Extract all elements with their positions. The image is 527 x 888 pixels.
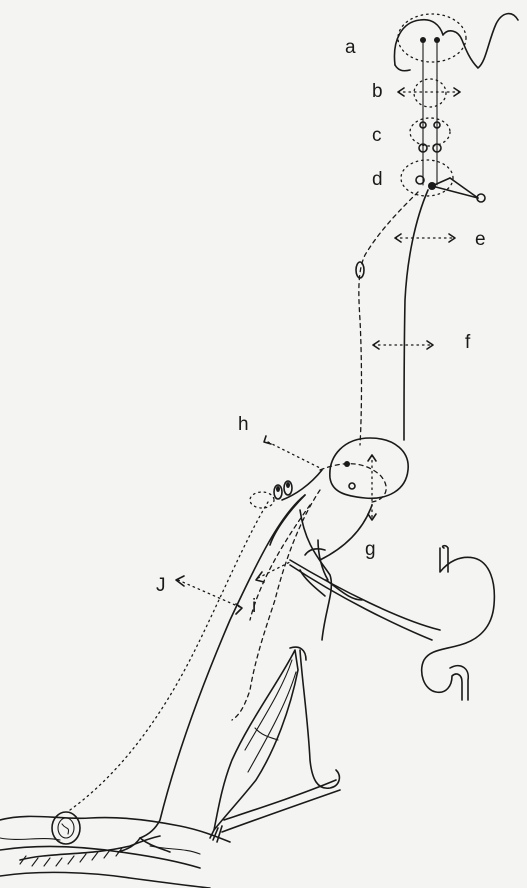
- skeletal-muscle: [210, 650, 298, 842]
- visceral-organ: [422, 546, 495, 700]
- label-d: d: [372, 170, 383, 189]
- sensory-dotted: [70, 502, 268, 810]
- arrow-h: [264, 436, 320, 468]
- label-c: c: [372, 126, 382, 145]
- efferent-fiber: [404, 190, 428, 440]
- label-h: h: [238, 415, 249, 434]
- motor-pathway: [232, 490, 320, 720]
- label-b: b: [372, 82, 383, 101]
- cerebral-cortex: [394, 14, 518, 71]
- sensory-nerve: [140, 495, 305, 838]
- label-i: i: [252, 597, 256, 616]
- dorsal-root-ganglion: [250, 470, 322, 508]
- arrow-j: [176, 576, 242, 614]
- ganglion-d: [401, 160, 485, 202]
- label-a: a: [345, 38, 356, 57]
- spinal-segment-g: [320, 438, 408, 520]
- label-g: g: [365, 540, 376, 559]
- label-j: J: [156, 576, 166, 595]
- sympathetic-trunk: [290, 505, 440, 640]
- arrow-b: [398, 88, 460, 96]
- arrow-e: [395, 234, 455, 242]
- label-f: f: [465, 333, 470, 352]
- label-e: e: [475, 230, 486, 249]
- arrow-f: [373, 341, 433, 349]
- skin-receptor: [0, 812, 230, 888]
- afferent-pathway: [359, 192, 418, 445]
